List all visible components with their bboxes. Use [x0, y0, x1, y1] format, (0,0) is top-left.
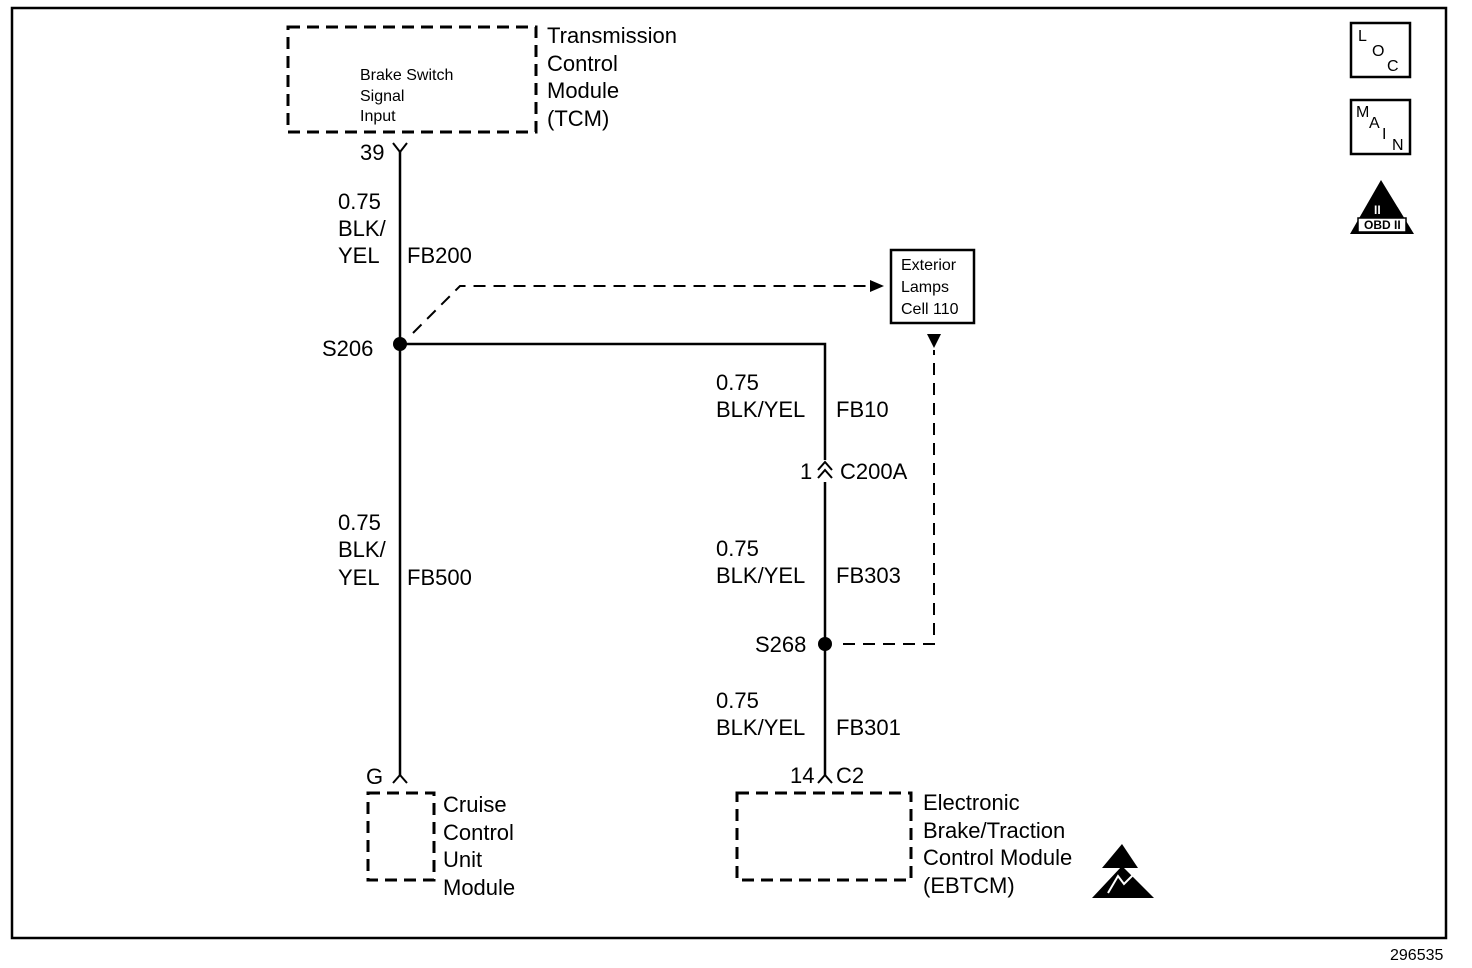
ebtcm-name-line-4: (EBTCM)	[923, 873, 1015, 898]
ebtcm-connector-label: C2	[836, 763, 864, 788]
dashed-to-exterior-lamps	[412, 285, 870, 334]
exterior-lamps-line-3: Cell 110	[901, 301, 959, 318]
ebtcm-name-line-2: Brake/Traction	[923, 818, 1065, 843]
loc-letter-3: C	[1387, 58, 1399, 75]
tcm-internal-line-3: Input	[360, 108, 396, 125]
splice-s268-label: S268	[755, 632, 806, 657]
main-letter-4: N	[1392, 137, 1404, 154]
ebtcm-name-line-1: Electronic	[923, 790, 1020, 815]
fb301-gauge: 0.75	[716, 688, 759, 713]
diagram-frame	[10, 6, 1448, 940]
obd-numeral: II	[1374, 203, 1381, 217]
main-letter-3: I	[1382, 126, 1386, 143]
fb10-circuit: FB10	[836, 397, 889, 422]
fb500-color-line-1: BLK/	[338, 537, 387, 562]
ebtcm-pin-terminal	[817, 773, 833, 784]
exterior-lamps-line-2: Lamps	[901, 279, 949, 296]
exterior-lamps-line-1: Exterior	[901, 257, 957, 274]
tcm-name-line-3: Module	[547, 78, 619, 103]
arrow-to-exterior-lamps	[870, 280, 884, 292]
fb200-circuit: FB200	[407, 243, 472, 268]
loc-letter-1: L	[1358, 28, 1367, 45]
ccu-pin-terminal	[392, 773, 408, 784]
fb303-gauge: 0.75	[716, 536, 759, 561]
c200a-connector-symbol	[817, 460, 833, 479]
ccu-name-line-1: Cruise	[443, 792, 507, 817]
figure-number: 296535	[1390, 947, 1443, 964]
fb200-color-line-1: BLK/	[338, 216, 387, 241]
tcm-internal-line-1: Brake Switch	[360, 67, 453, 84]
obd-ii-badge-icon: OBD II II	[1350, 180, 1414, 234]
fb500-gauge: 0.75	[338, 510, 381, 535]
dashed-s268-to-lamps	[843, 350, 935, 645]
fb200-color-line-2: YEL	[338, 243, 380, 268]
fb301-circuit: FB301	[836, 715, 901, 740]
main-badge-icon: M A I N	[1349, 98, 1412, 156]
ebtcm-box	[735, 791, 913, 882]
esd-warning-icon	[1092, 844, 1154, 898]
fb10-gauge: 0.75	[716, 370, 759, 395]
wire-right-branch	[400, 342, 827, 776]
fb301-color: BLK/YEL	[716, 715, 805, 740]
main-letter-2: A	[1369, 115, 1380, 132]
tcm-pin-label: 39	[360, 140, 384, 165]
loc-letter-2: O	[1372, 43, 1384, 60]
splice-s206-label: S206	[322, 336, 373, 361]
tcm-name-line-1: Transmission	[547, 23, 677, 48]
c200a-pin: 1	[800, 459, 812, 484]
ccu-name-line-2: Control	[443, 820, 514, 845]
obd-label: OBD II	[1364, 218, 1401, 232]
tcm-pin-terminal	[392, 142, 408, 154]
fb303-circuit: FB303	[836, 563, 901, 588]
ebtcm-name-line-3: Control Module	[923, 845, 1072, 870]
tcm-name-line-4: (TCM)	[547, 106, 609, 131]
ccu-pin-label: G	[366, 764, 383, 789]
ebtcm-pin-label: 14	[790, 763, 814, 788]
ccu-name-line-4: Module	[443, 875, 515, 900]
fb10-color: BLK/YEL	[716, 397, 805, 422]
exterior-lamps-box	[889, 248, 976, 325]
fb500-circuit: FB500	[407, 565, 472, 590]
tcm-name-line-2: Control	[547, 51, 618, 76]
arrow-s268-to-lamps	[927, 334, 941, 348]
tcm-box	[286, 25, 538, 134]
fb200-gauge: 0.75	[338, 189, 381, 214]
fb500-color-line-2: YEL	[338, 565, 380, 590]
tcm-internal-line-2: Signal	[360, 88, 404, 105]
fb303-color: BLK/YEL	[716, 563, 805, 588]
splice-s268-dot	[818, 637, 832, 651]
c200a-name: C200A	[840, 459, 908, 484]
ccu-name-line-3: Unit	[443, 847, 482, 872]
ccu-box	[366, 791, 436, 882]
main-letter-1: M	[1356, 104, 1369, 121]
loc-badge-icon: L O C	[1349, 21, 1412, 79]
